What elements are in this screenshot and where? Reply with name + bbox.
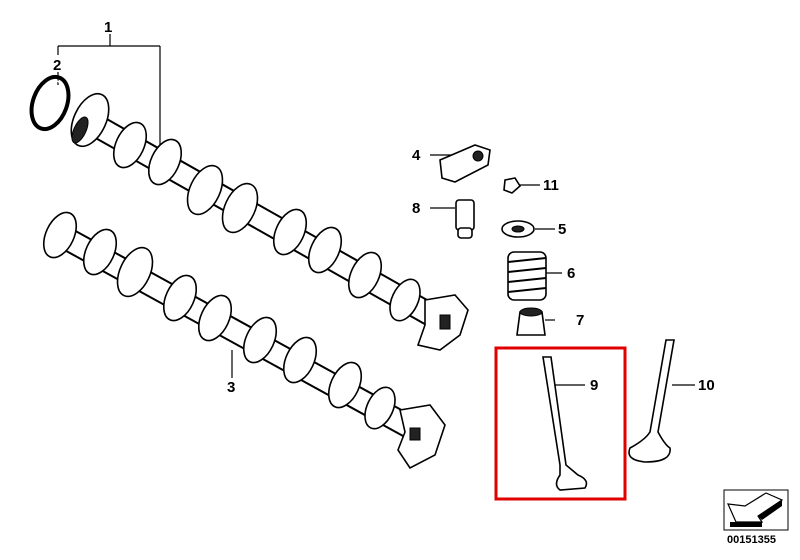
diagram-orientation-icon [723, 489, 789, 531]
label-4: 4 [412, 147, 421, 164]
diagram-code: 00151355 [727, 534, 776, 546]
label-10: 10 [698, 377, 715, 394]
label-6: 6 [567, 265, 575, 282]
highlight-box [494, 346, 627, 501]
label-11: 11 [543, 177, 559, 194]
rocker-arm[interactable] [439, 144, 491, 183]
clip[interactable] [503, 177, 522, 194]
label-2: 2 [53, 57, 61, 74]
seal-ring[interactable] [25, 72, 75, 134]
label-3: 3 [227, 379, 235, 396]
label-5: 5 [558, 221, 566, 238]
valve-spring[interactable] [507, 251, 547, 301]
intake-valve[interactable] [542, 356, 588, 491]
label-8: 8 [412, 200, 420, 217]
hydraulic-lifter[interactable] [455, 199, 475, 239]
leader-lines [57, 34, 695, 386]
exhaust-valve[interactable] [628, 339, 675, 463]
callout-labels: 1 2 3 4 5 6 7 8 9 10 11 [53, 19, 715, 396]
label-9: 9 [590, 377, 598, 394]
camshaft-intake[interactable] [64, 88, 469, 351]
label-7: 7 [576, 312, 584, 329]
label-1: 1 [104, 19, 112, 36]
camshaft-exhaust[interactable] [37, 207, 446, 470]
